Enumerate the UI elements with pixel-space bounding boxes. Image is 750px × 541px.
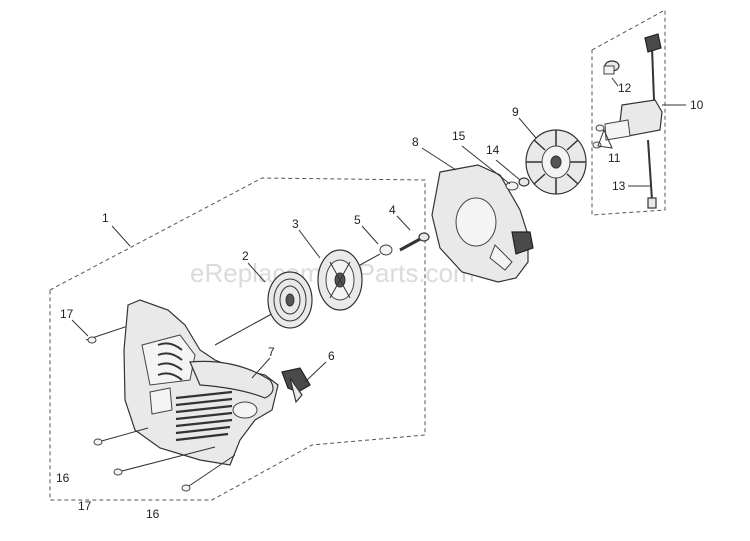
screw-4 (399, 232, 430, 252)
screw-17-lower (113, 446, 216, 476)
callout-8: 8 (412, 135, 419, 149)
callout-13: 13 (612, 179, 626, 193)
leader-2 (247, 262, 266, 283)
leader-15 (461, 145, 511, 185)
callout-6: 6 (328, 349, 335, 363)
screw-16-left (93, 427, 149, 446)
leader-4 (396, 215, 411, 231)
leader-1 (111, 225, 131, 247)
starter-pulley (317, 249, 363, 311)
screw-17-upper (85, 325, 129, 344)
leader-11 (597, 128, 613, 149)
starter-assembly-group-box (49, 177, 426, 501)
callout-7: 7 (268, 345, 275, 359)
callout-1: 1 (102, 211, 109, 225)
callout-10: 10 (690, 98, 704, 112)
callout-12: 12 (618, 81, 632, 95)
callout-5: 5 (354, 213, 361, 227)
flywheel (525, 129, 587, 195)
fan-housing (431, 164, 534, 283)
screw-11-upper (595, 124, 605, 132)
leader-9 (518, 117, 537, 139)
leader-5 (361, 225, 379, 245)
callout-17-upper: 17 (60, 307, 74, 321)
callout-4: 4 (389, 203, 396, 217)
callout-11: 11 (608, 151, 621, 165)
callout-16-left: 16 (56, 471, 70, 485)
spark-plug-cap (603, 60, 620, 75)
ignition-group-box (591, 9, 666, 216)
callout-15: 15 (452, 129, 466, 143)
leader-17-upper (71, 319, 89, 337)
washer-15 (505, 181, 519, 191)
washer-5 (379, 244, 393, 256)
leader-6 (304, 361, 327, 383)
leader-12 (611, 77, 619, 87)
callout-3: 3 (292, 217, 299, 231)
starter-housing (123, 299, 279, 466)
ignition-wire (644, 33, 662, 209)
ignition-module (604, 99, 663, 141)
callout-2: 2 (242, 249, 249, 263)
callout-16-right: 16 (146, 507, 160, 521)
recoil-spring (214, 271, 313, 346)
leader-8 (421, 147, 457, 171)
leader-14 (495, 159, 521, 181)
screw-11-lower (592, 141, 602, 149)
callout-17-lower: 17 (78, 499, 92, 513)
leader-7 (251, 357, 271, 379)
nut-14 (518, 177, 530, 187)
screw-16-right (181, 454, 236, 492)
leader-3 (298, 229, 321, 259)
callout-9: 9 (512, 105, 519, 119)
callout-14: 14 (486, 143, 500, 157)
starter-handle (281, 367, 311, 404)
